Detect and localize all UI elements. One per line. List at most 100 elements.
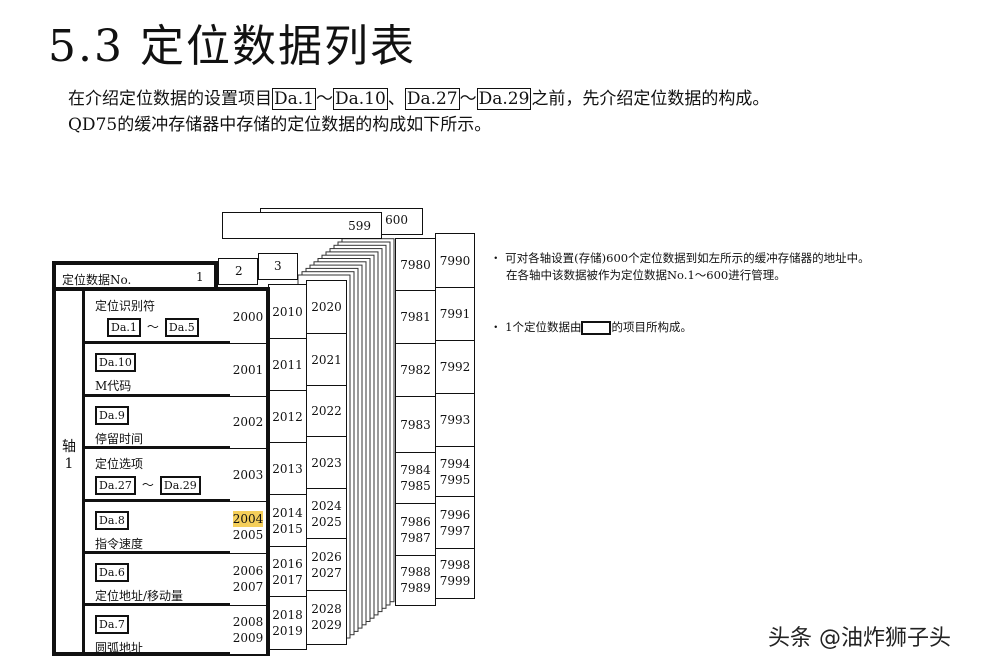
address-cell: 7991 — [435, 287, 475, 342]
address-value: 2017 — [272, 572, 303, 587]
item-tags: Da.10 — [95, 353, 230, 372]
address-value: 2010 — [272, 304, 303, 319]
tilde: ～ — [459, 89, 477, 109]
intro-text: 之前，先介绍定位数据的构成。 — [531, 89, 770, 109]
address-value: 7987 — [400, 530, 431, 545]
address-value: 2005 — [232, 528, 264, 543]
ref-da1: Da.1 — [272, 88, 316, 110]
item-row: Da.8 指令速度 — [85, 502, 230, 554]
bullet: ・ — [490, 251, 502, 265]
address-value: 2006 — [232, 564, 264, 579]
card-1-number: 1 — [196, 270, 204, 284]
address-cell: 7990 — [435, 233, 475, 289]
da-tag: Da.27 — [95, 476, 136, 495]
address-value: 2009 — [232, 630, 264, 645]
positioning-data-no-label: 定位数据No. — [62, 273, 132, 287]
address-value: 7997 — [439, 523, 471, 538]
address-value: 2023 — [311, 455, 342, 470]
address-value: 2015 — [272, 521, 303, 536]
address-value: 2012 — [272, 409, 303, 424]
address-value: 7986 — [400, 514, 431, 529]
frame-symbol — [581, 321, 612, 335]
item-tags: Da.6 — [95, 563, 230, 582]
item-label: 指令速度 — [95, 537, 144, 551]
note-2: ・ 1个定位数据由的项目所构成。 — [490, 319, 692, 336]
address-value: 2003 — [232, 467, 264, 482]
da-tag: Da.1 — [107, 318, 141, 337]
address-value: 2016 — [272, 556, 303, 571]
item-tags: Da.1～Da.5 — [95, 318, 230, 337]
address-cell: 7982 — [395, 343, 436, 398]
address-value: 7990 — [439, 253, 471, 268]
address-value: 7992 — [439, 360, 471, 375]
card-3-header: 3 — [258, 253, 298, 280]
page-title: 5.3 定位数据列表 — [48, 21, 416, 72]
address-value: 2014 — [272, 505, 303, 520]
separator: 、 — [387, 89, 405, 109]
address-cell: 2010 — [268, 284, 307, 340]
address-value: 2000 — [232, 309, 264, 324]
note-1: ・ 可对各轴设置(存储)600个定位数据到如左所示的缓冲存储器的地址中。 在各轴… — [490, 250, 870, 284]
address-value: 2020 — [311, 300, 342, 315]
address-cell: 7981 — [395, 290, 436, 345]
address-value: 2024 — [311, 498, 342, 513]
address-cell: 7992 — [435, 340, 475, 395]
da-tag: Da.29 — [159, 476, 201, 495]
card-3-number: 3 — [274, 259, 282, 273]
item-tags: Da.7 — [95, 615, 230, 634]
address-value: 7998 — [439, 558, 471, 573]
address-value: 2022 — [311, 404, 342, 419]
da-tag: Da.5 — [164, 318, 199, 337]
address-cell: 2001 — [230, 344, 266, 399]
address-cell: 2020 — [306, 280, 347, 335]
address-value: 2027 — [311, 565, 342, 580]
address-value: 7983 — [400, 417, 431, 432]
tilde: ～ — [316, 89, 333, 109]
card-2-header: 2 — [218, 258, 258, 285]
address-value: 7989 — [400, 581, 431, 596]
address-value: 2002 — [232, 415, 264, 430]
address-value: 7985 — [400, 479, 431, 494]
tilde: ～ — [141, 478, 154, 492]
item-tags: Da.27 ～ Da.29 — [95, 476, 230, 495]
address-value: 7982 — [400, 363, 431, 378]
address-value: 7980 — [400, 257, 431, 272]
address-value: 7996 — [439, 507, 471, 522]
card-599-number: 599 — [348, 219, 371, 233]
address-value: 2028 — [311, 602, 342, 617]
da-tag: Da.6 — [95, 563, 129, 582]
bullet: ・ — [490, 320, 502, 334]
item-label: 停留时间 — [95, 432, 144, 446]
ref-da29: Da.29 — [476, 88, 532, 110]
item-tags: Da.8 — [95, 511, 230, 530]
da-tag: Da.7 — [95, 615, 129, 634]
axis-label: 轴 — [62, 439, 76, 455]
intro-text: 在介绍定位数据的设置项目 — [68, 89, 272, 109]
ref-da10: Da.10 — [333, 88, 388, 110]
address-cell: 2021 — [306, 333, 347, 387]
address-value: 2011 — [272, 357, 303, 372]
address-cell: 2023 — [306, 436, 347, 490]
address-value: 2007 — [232, 580, 264, 595]
address-cell: 2000 — [230, 291, 266, 346]
ref-da27: Da.27 — [404, 88, 460, 110]
address-cell: 2022 — [306, 385, 347, 438]
address-value: 7988 — [400, 565, 431, 580]
